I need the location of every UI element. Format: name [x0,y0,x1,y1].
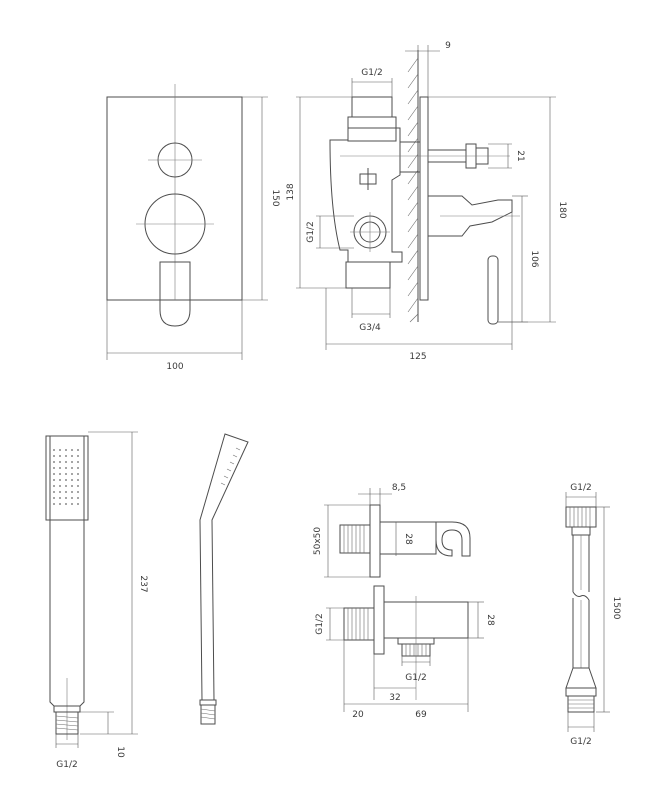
label-diverter: 21 [515,150,525,161]
spray-nozzles [53,449,79,505]
hand-shower-side [199,433,249,725]
elbow-plate [373,585,385,655]
elbow-body [383,601,469,639]
label-body-height: 138 [286,183,296,200]
label-hose-bottom: G1/2 [570,737,591,747]
label-front-height: 150 [270,189,280,206]
label-elbow-height: 28 [485,614,495,626]
side-cover-plate [419,96,429,301]
top-inlet-fitting [351,96,393,118]
valve-body [329,127,403,263]
hand-shower-side-thread [200,704,216,725]
label-elbow-inlet: G1/2 [315,613,325,634]
bottom-outlet-fitting [345,261,391,289]
bracket-thread [339,524,371,554]
label-elbow-outlet: G1/2 [405,673,426,683]
label-plate-thickness: 8,5 [392,483,406,493]
label-bottom-outlet: G3/4 [359,323,381,333]
elbow-thread [343,607,375,641]
hose-top-nut [565,506,597,528]
front-view: 100 150 [106,84,280,372]
side-view: 9 G1/2 138 G1/2 G3/4 125 21 [286,41,567,362]
wall-elbow: G1/2 28 G1/2 32 20 69 [315,585,495,720]
label-elbow-depth-a: 20 [352,710,364,720]
lever-handle [487,255,499,325]
label-elbow-depth-b: 69 [415,710,427,720]
label-wall-gap: 9 [445,41,451,51]
label-hand-shower-thread: G1/2 [56,760,77,770]
label-thread-length: 10 [115,746,125,758]
wall-hatching [407,57,419,323]
shower-hose: G1/2 1500 G1/2 [565,483,621,747]
label-bracket-height: 28 [403,533,413,545]
front-lever [159,261,191,327]
front-plate [106,96,243,301]
side-nozzles [220,447,241,486]
label-lever-height: 106 [529,250,539,267]
hand-shower-side-body [199,433,249,701]
label-total-height: 180 [557,201,567,218]
label-hose-top: G1/2 [570,483,591,493]
label-elbow-span: 32 [389,693,400,703]
hand-shower-front: 237 10 G1/2 [45,431,148,770]
label-top-inlet: G1/2 [361,68,382,78]
label-mid-inlet: G1/2 [306,221,316,242]
bracket-holder [435,521,471,557]
hand-shower-body [49,435,85,707]
label-front-width: 100 [166,362,183,372]
hose-break [572,591,590,601]
label-hose-length: 1500 [611,597,621,620]
bracket-top: 8,5 50x50 28 [313,483,471,578]
label-plate-size: 50x50 [313,527,323,556]
bracket-plate [369,504,381,578]
spray-face [45,435,89,521]
label-side-depth: 125 [409,352,426,362]
label-hand-shower-length: 237 [138,575,148,592]
